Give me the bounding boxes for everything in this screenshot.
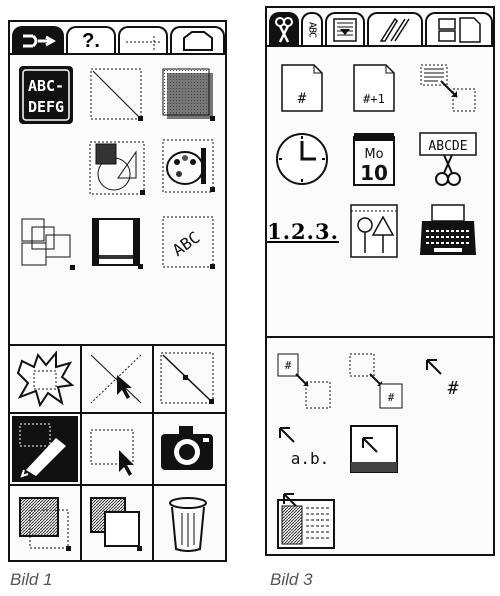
layout-icon (333, 18, 357, 42)
rotated-text-icon[interactable]: ABC (156, 210, 222, 276)
tab-layout[interactable] (325, 12, 365, 46)
panel-3-tabbar: ABC (267, 8, 493, 48)
tab-folder[interactable] (170, 26, 225, 54)
caption-left: Bild 1 (10, 570, 53, 589)
pages-icon (438, 17, 481, 43)
tab-ruler[interactable] (118, 26, 168, 54)
folder-icon (182, 31, 213, 51)
text-block-icon[interactable]: ABC- DEFG (14, 62, 78, 128)
tools-icon (275, 17, 293, 43)
marker-pen-icon[interactable] (12, 416, 78, 482)
bring-front-icon[interactable] (82, 488, 150, 560)
text-flow-icon[interactable] (415, 56, 481, 120)
insert-frame-icon[interactable] (343, 416, 405, 482)
insert-layout-icon[interactable] (273, 488, 339, 554)
tab-pages[interactable] (425, 12, 493, 46)
draw-icon (379, 17, 410, 42)
tool-panel-3: ABC # (265, 6, 495, 556)
clock-icon[interactable] (271, 126, 333, 192)
svg-text:ABC-: ABC- (28, 77, 64, 95)
svg-text:#+1: #+1 (363, 92, 385, 106)
panel-1-tabbar: ?. (10, 22, 225, 56)
book-icon[interactable] (84, 210, 150, 276)
text-icon: ABC (306, 22, 318, 38)
tools-icon (23, 34, 56, 48)
cut-letters-icon[interactable]: ABCDE (415, 126, 481, 192)
calendar-icon[interactable]: Mo 10 (345, 126, 403, 192)
shadow-box-icon[interactable] (12, 488, 78, 560)
svg-text:#: # (298, 91, 307, 107)
help-icon: ?. (82, 29, 100, 52)
svg-text:#: # (448, 378, 459, 399)
svg-text:#: # (285, 359, 292, 372)
page-ref-target-icon[interactable]: # (343, 348, 409, 414)
insert-page-number-icon[interactable]: # (415, 348, 481, 414)
numbering-icon[interactable]: 1.2.3. (267, 218, 339, 244)
shapes-icon[interactable] (84, 132, 150, 202)
svg-text:Mo: Mo (364, 147, 383, 162)
page-number-next-icon[interactable]: #+1 (345, 56, 403, 120)
insert-list-letters-icon[interactable]: a.b. (273, 416, 339, 482)
svg-text:DEFG: DEFG (28, 98, 64, 116)
svg-text:ABC: ABC (169, 228, 204, 260)
overlap-boxes-icon[interactable] (14, 210, 80, 276)
tab-text[interactable]: ABC (301, 12, 323, 46)
svg-text:#: # (388, 391, 395, 404)
trash-icon[interactable] (154, 488, 222, 560)
svg-text:a.b.: a.b. (291, 449, 330, 468)
tool-panel-1: ?. ABC- DEFG (8, 20, 227, 562)
tab-help[interactable]: ?. (66, 26, 116, 54)
shaded-box-icon[interactable] (156, 62, 222, 128)
diagonal-line-icon[interactable] (84, 62, 150, 128)
page-number-icon[interactable]: # (273, 56, 331, 120)
svg-text:ABCDE: ABCDE (428, 139, 467, 154)
tab-tools[interactable] (269, 12, 299, 46)
sign-post-icon[interactable] (345, 198, 403, 264)
tab-draw[interactable] (367, 12, 423, 46)
palette-icon[interactable] (156, 132, 222, 202)
svg-text:10: 10 (360, 161, 388, 185)
cut-diagonal-icon[interactable] (82, 348, 150, 410)
camera-icon[interactable] (154, 416, 222, 482)
typewriter-icon[interactable] (415, 198, 481, 264)
explode-icon[interactable] (12, 348, 78, 410)
page-ref-link-icon[interactable]: # (273, 348, 335, 414)
caption-right: Bild 3 (270, 570, 313, 589)
select-area-icon[interactable] (82, 416, 150, 482)
line-handles-icon[interactable] (154, 348, 222, 410)
tab-tools[interactable] (12, 26, 64, 54)
ruler-icon (126, 36, 160, 50)
